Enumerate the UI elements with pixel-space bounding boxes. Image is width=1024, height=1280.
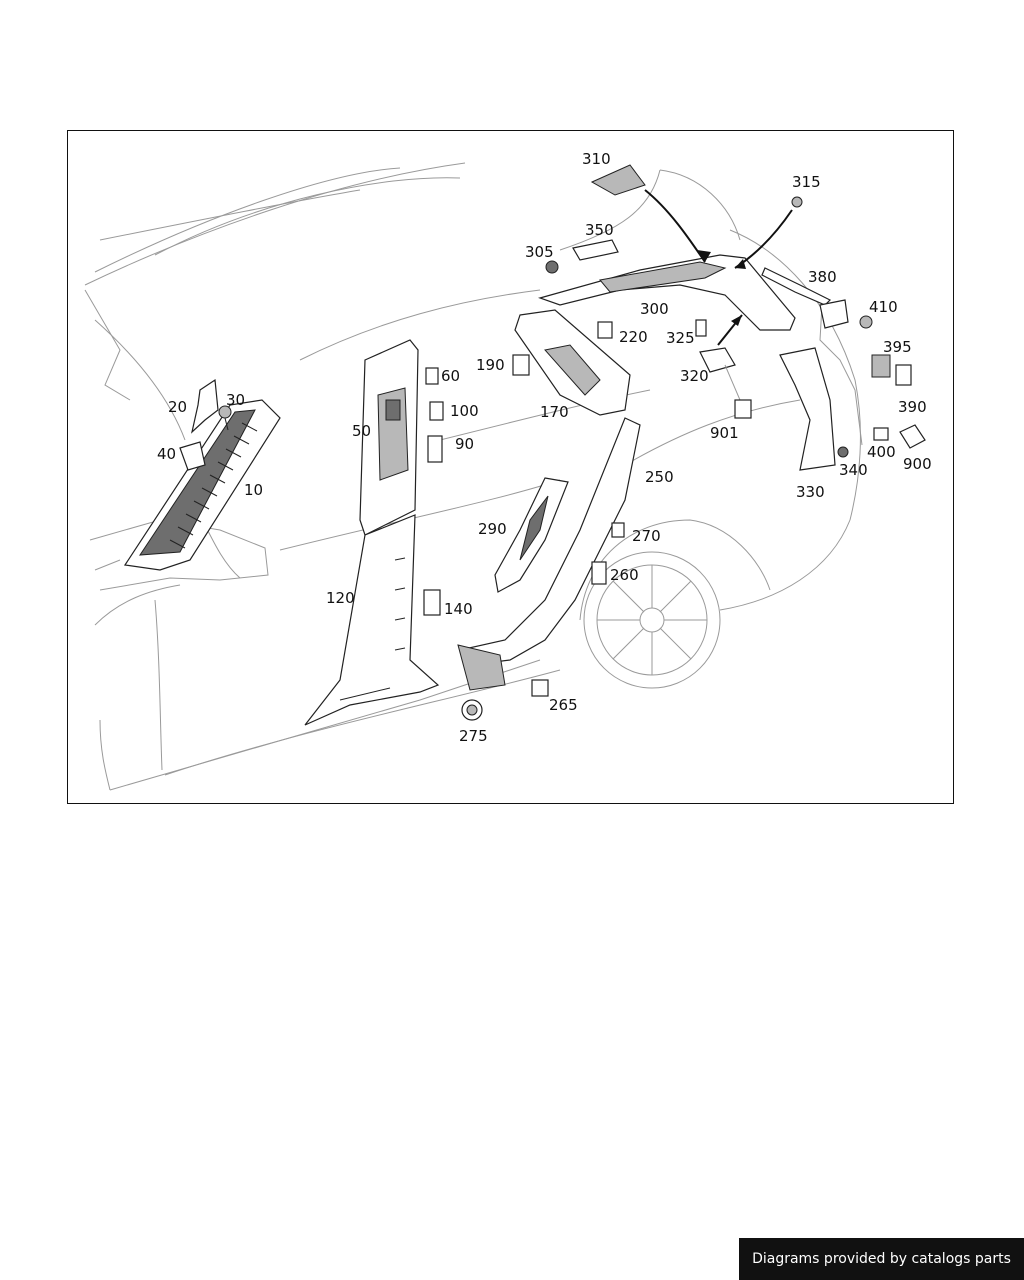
part-260-clip — [591, 561, 607, 585]
footer-credit-banner: Diagrams provided by catalogs parts — [739, 1238, 1024, 1280]
callout-395: 395 — [883, 338, 912, 356]
part-270-clip — [611, 522, 625, 538]
callout-320: 320 — [680, 367, 709, 385]
callout-50: 50 — [352, 422, 371, 440]
part-400-clip — [873, 427, 889, 441]
callout-90: 90 — [455, 435, 474, 453]
part-30-screw — [218, 405, 232, 431]
part-220-clip — [597, 321, 613, 339]
callout-30: 30 — [226, 391, 245, 409]
footer-credit-text: Diagrams provided by catalogs parts — [752, 1251, 1011, 1267]
callout-300: 300 — [640, 300, 669, 318]
callout-140: 140 — [444, 600, 473, 618]
part-340-nut — [837, 446, 849, 458]
callout-400: 400 — [867, 443, 896, 461]
part-170-trim — [514, 309, 631, 416]
part-315-clip — [791, 196, 803, 208]
callout-260: 260 — [610, 566, 639, 584]
callout-410: 410 — [869, 298, 898, 316]
callout-120: 120 — [326, 589, 355, 607]
part-325-bulb — [695, 319, 707, 337]
callout-901: 901 — [710, 424, 739, 442]
callout-340: 340 — [839, 461, 868, 479]
callout-170: 170 — [540, 403, 569, 421]
car-outline — [84, 162, 861, 791]
part-100-clip — [429, 401, 444, 421]
part-901-connector — [724, 364, 752, 419]
part-120-b-pillar-lower — [304, 514, 440, 726]
callout-325: 325 — [666, 329, 695, 347]
callout-40: 40 — [157, 445, 176, 463]
part-connector-bracket — [819, 299, 849, 329]
callout-60: 60 — [441, 367, 460, 385]
callout-310: 310 — [582, 150, 611, 168]
callout-330: 330 — [796, 483, 825, 501]
part-290-panel — [494, 477, 569, 593]
part-390-clip — [895, 364, 912, 386]
callout-380: 380 — [808, 268, 837, 286]
part-310-grille — [590, 164, 646, 196]
callout-265: 265 — [549, 696, 578, 714]
part-90-clip — [427, 435, 443, 463]
part-265-clip — [531, 679, 549, 697]
part-275-grommet — [461, 699, 483, 721]
part-300-rail — [538, 254, 796, 331]
part-40-bracket — [179, 441, 206, 471]
callout-220: 220 — [619, 328, 648, 346]
callout-315: 315 — [792, 173, 821, 191]
callout-250: 250 — [645, 468, 674, 486]
part-305-clip — [545, 260, 559, 274]
callout-10: 10 — [244, 481, 263, 499]
callout-305: 305 — [525, 243, 554, 261]
callout-270: 270 — [632, 527, 661, 545]
part-20-clip — [190, 378, 219, 434]
assembly-arrows — [644, 189, 793, 346]
callout-390: 390 — [898, 398, 927, 416]
callout-275: 275 — [459, 727, 488, 745]
part-320-lamp — [699, 347, 736, 373]
part-190-clip — [512, 354, 530, 376]
callout-190: 190 — [476, 356, 505, 374]
part-50-b-pillar-upper — [359, 339, 419, 536]
callout-350: 350 — [585, 221, 614, 239]
part-350-cover — [572, 239, 619, 261]
callout-labels: 10 20 30 40 50 60 100 90 120 140 170 190… — [157, 150, 932, 745]
part-10-a-pillar-trim — [123, 399, 281, 571]
part-140-clip — [423, 589, 441, 616]
part-395-connector — [871, 354, 891, 378]
part-900-connector — [899, 424, 926, 449]
part-330-trim — [779, 347, 836, 471]
callout-20: 20 — [168, 398, 187, 416]
part-60-clip — [425, 367, 439, 385]
callout-290: 290 — [478, 520, 507, 538]
callout-900: 900 — [903, 455, 932, 473]
callout-100: 100 — [450, 402, 479, 420]
part-250-trim — [457, 417, 641, 691]
part-410-screw — [859, 315, 873, 329]
